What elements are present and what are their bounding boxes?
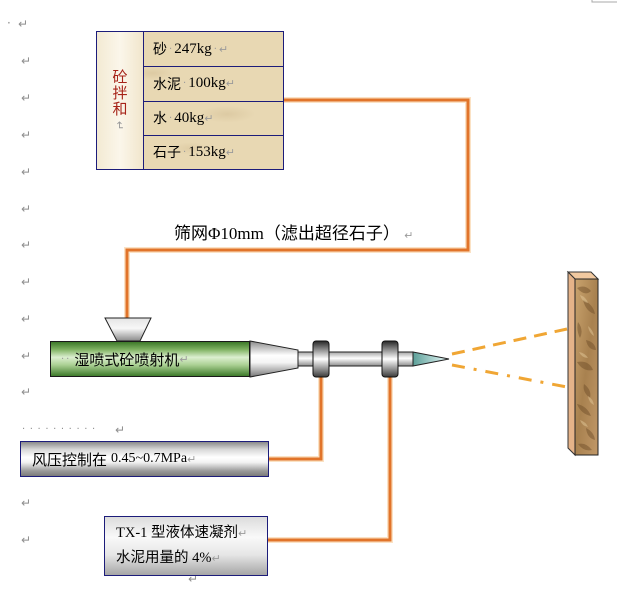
accelerator-line-1: TX-1 型液体速凝剂↵: [116, 521, 267, 546]
wet-shotcrete-machine[interactable]: ·· 湿喷式砼喷射机 ↵: [50, 341, 250, 377]
material-name: 水: [153, 111, 167, 128]
rock-wall-front-face: [574, 278, 599, 456]
paragraph-mark: ↵: [113, 120, 127, 131]
machine-label: 湿喷式砼喷射机: [74, 350, 180, 369]
mixing-table-row-gravel[interactable]: 石子 · 153kg ↵: [144, 134, 283, 169]
dotted-space-row: ··········: [22, 424, 100, 435]
connector-table-to-hopper: [125, 98, 470, 318]
paragraph-mark: ↵: [21, 349, 32, 363]
sieve-label-text: 筛网Φ10mm（滤出超径石子）: [174, 224, 400, 243]
mixing-table-header-cell[interactable]: 砼拌和 ↵: [97, 32, 144, 169]
rock-wall-texture: [577, 286, 596, 451]
paragraph-mark: ↵: [21, 238, 32, 252]
mixing-table-row-cement[interactable]: 水泥 · 100kg ↵: [144, 66, 283, 100]
material-name: 水泥: [153, 76, 181, 93]
page-corner-mark: [591, 0, 617, 3]
space-mark: ·: [7, 16, 11, 30]
space-mark: ·: [183, 78, 187, 90]
accelerator-type: TX-1 型液体速凝剂: [116, 525, 239, 541]
paragraph-mark: ↵: [238, 527, 248, 540]
accelerator-dosage: 水泥用量的 4%: [116, 550, 212, 566]
spray-line-upper: [451, 327, 568, 356]
sieve-label[interactable]: 筛网Φ10mm（滤出超径石子） ↵: [174, 223, 413, 247]
paragraph-mark: ↵: [225, 145, 235, 159]
material-name: 石子: [153, 145, 181, 162]
paragraph-mark: ↵: [404, 229, 414, 242]
space-mark: ·: [213, 43, 217, 55]
material-amount: 247kg: [174, 40, 212, 57]
paragraph-mark: ↵: [21, 275, 32, 289]
paragraph-mark: ↵: [115, 423, 126, 437]
mixing-table[interactable]: 砼拌和 ↵ 砂 · 247kg · ↵ 水泥 · 100kg ↵ 水 · 40k…: [96, 31, 284, 170]
spray-nozzle: [412, 351, 450, 367]
paragraph-mark: ↵: [211, 552, 221, 565]
rock-wall-side-face: [567, 270, 576, 457]
accelerator-inlet-collar: [381, 340, 399, 378]
outlet-cone: [249, 340, 299, 378]
paragraph-mark: ↵: [21, 91, 32, 105]
paragraph-mark: ↵: [179, 352, 189, 366]
accelerator-line-2: 水泥用量的 4%↵: [116, 546, 267, 571]
space-mark: ·: [169, 43, 173, 55]
paragraph-mark: ↵: [188, 572, 199, 586]
paragraph-mark: ↵: [21, 496, 32, 510]
spray-line-lower: [451, 363, 568, 389]
paragraph-mark: ↵: [18, 17, 29, 31]
paragraph-mark: ↵: [21, 312, 32, 326]
rock-wall: [566, 270, 600, 457]
connector-collar2-to-accelerator-box: [268, 377, 392, 542]
accelerator-box[interactable]: TX-1 型液体速凝剂↵ 水泥用量的 4%↵: [104, 516, 268, 576]
paragraph-mark: ↵: [21, 165, 32, 179]
paragraph-mark: ↵: [187, 452, 197, 466]
space-mark: ·: [183, 146, 187, 158]
paragraph-mark: ↵: [21, 533, 32, 547]
material-name: 砂: [153, 42, 167, 59]
paragraph-mark: ↵: [21, 385, 32, 399]
hopper-funnel: [104, 317, 152, 342]
paragraph-mark: ↵: [225, 77, 235, 91]
air-pressure-box[interactable]: 风压控制在 0.45~0.7MPa ↵: [20, 441, 269, 477]
mixing-table-header: 砼拌和: [112, 68, 128, 118]
connector-glow-collar1-to-air-box: [269, 377, 324, 462]
material-amount: 40kg: [174, 109, 205, 126]
connector-collar1-to-air-box: [269, 377, 323, 461]
material-amount: 100kg: [188, 75, 226, 92]
paragraph-mark: ↵: [204, 111, 214, 125]
mixing-table-row-water[interactable]: 水 · 40kg ↵: [144, 100, 283, 135]
air-inlet-collar: [312, 340, 330, 378]
paragraph-mark: ↵: [21, 202, 32, 216]
space-mark: ·: [169, 112, 173, 124]
paragraph-mark: ↵: [218, 42, 229, 56]
rock-wall-highlights: [579, 295, 594, 427]
material-amount: 153kg: [188, 143, 226, 160]
paragraph-mark: ↵: [21, 128, 32, 142]
air-pressure-value: 0.45~0.7MPa: [111, 451, 188, 466]
air-pressure-label: 风压控制在: [32, 450, 108, 469]
mixing-table-row-sand[interactable]: 砂 · 247kg · ↵: [144, 32, 283, 66]
paragraph-mark: ↵: [21, 54, 32, 68]
space-marks: ··: [61, 353, 72, 365]
